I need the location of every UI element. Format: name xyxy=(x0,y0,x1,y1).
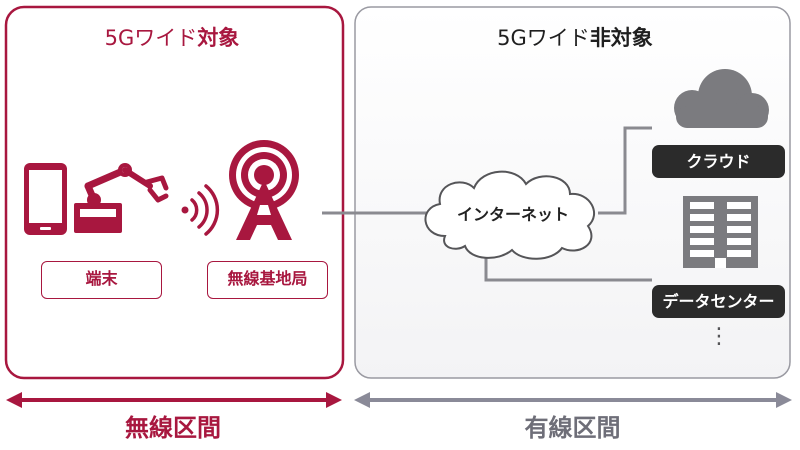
non-target-title-prefix: 5Gワイド xyxy=(497,26,590,50)
cloud-icon xyxy=(674,69,769,128)
wired-section-arrow xyxy=(354,392,792,408)
internet-label: インターネット xyxy=(456,205,569,224)
cloud-label: クラウド xyxy=(652,145,785,178)
robot-arm-icon xyxy=(74,163,169,233)
non-target-panel xyxy=(354,6,791,379)
wireless-waves-icon xyxy=(181,184,220,236)
more-indicator: ⋮ xyxy=(708,324,730,349)
wired-section-label: 有線区間 xyxy=(524,414,621,442)
internet-to-cloud-line xyxy=(598,126,652,215)
connection-lines xyxy=(322,126,652,282)
internet-cloud-shape xyxy=(424,170,595,260)
datacenter-label: データセンター xyxy=(652,285,785,318)
target-title-strong: 対象 xyxy=(197,26,240,50)
wireless-section-arrow xyxy=(6,392,342,408)
base-station-label: 無線基地局 xyxy=(207,261,328,299)
non-target-panel-title: 5Gワイド非対象 xyxy=(360,22,790,52)
terminal-label: 端末 xyxy=(41,261,162,299)
building-icon xyxy=(683,196,758,268)
target-panel-title: 5Gワイド対象 xyxy=(12,22,332,52)
smartphone-icon xyxy=(24,163,67,235)
wireless-section-label: 無線区間 xyxy=(125,414,221,442)
antenna-tower-icon xyxy=(229,140,299,240)
target-title-prefix: 5Gワイド xyxy=(104,26,198,50)
non-target-title-strong: 非対象 xyxy=(589,26,653,50)
internet-to-datacenter-line xyxy=(484,250,652,282)
